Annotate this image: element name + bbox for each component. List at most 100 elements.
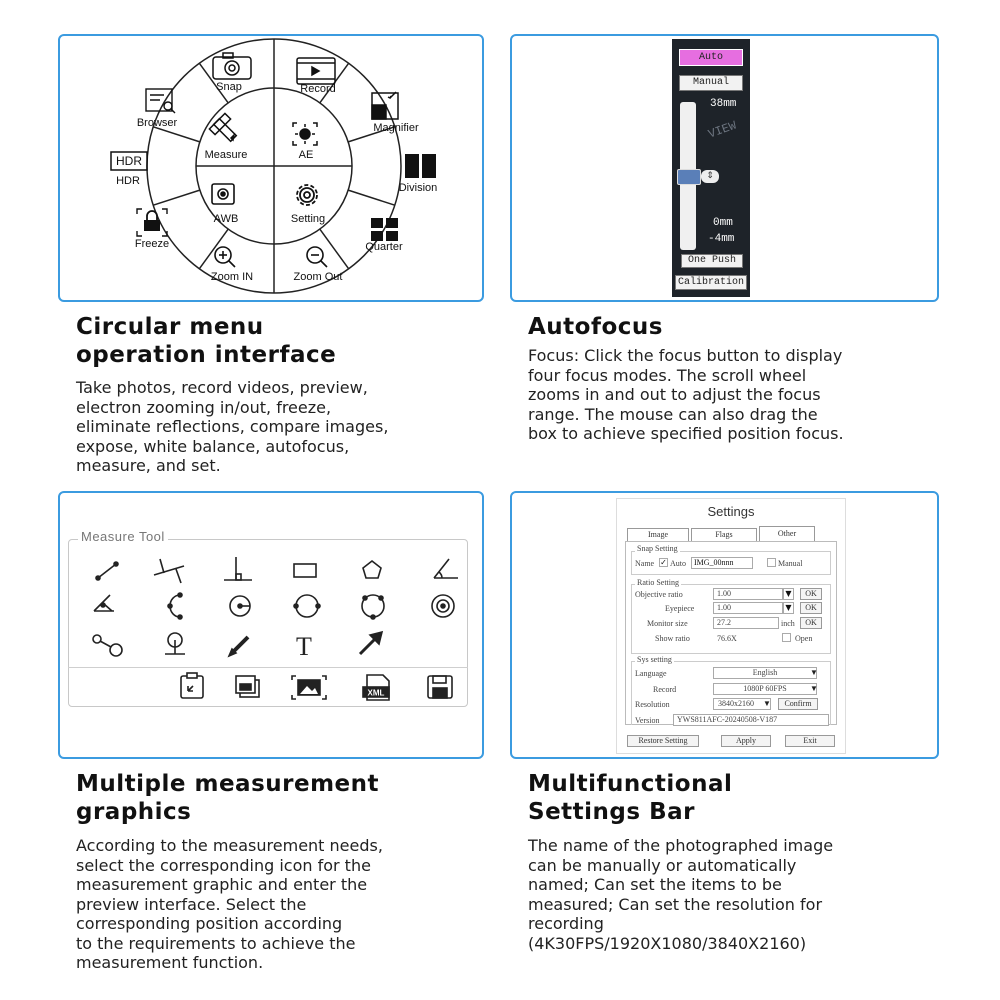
tab-flags[interactable]: Flags — [691, 528, 757, 541]
tab-image[interactable]: Image — [627, 528, 689, 541]
manual-name-checkbox[interactable] — [767, 558, 776, 567]
perpendicular-tool-icon[interactable] — [224, 557, 252, 581]
panel4-desc-line: can be manually or automatically — [528, 855, 797, 875]
panel1-desc-line: expose, white balance, autofocus, — [76, 436, 350, 456]
one-push-button[interactable]: One Push — [681, 254, 743, 268]
division-button[interactable]: Division — [399, 154, 438, 194]
menu-label-magnifier: Magnifier — [373, 122, 419, 134]
xml-export-icon[interactable] — [362, 674, 390, 701]
objective-dropdown-arrow-icon[interactable]: ▼ — [783, 588, 794, 600]
measure-tool-panel: Measure Tool — [58, 491, 484, 759]
panel3-desc-line: measurement function. — [76, 953, 264, 972]
auto-focus-button[interactable]: Auto — [679, 49, 743, 66]
open-ratio-checkbox[interactable] — [782, 633, 791, 642]
awb-button[interactable]: AWB — [211, 183, 238, 225]
split-screen-icon — [405, 154, 436, 178]
panel1-title-line: operation interface — [76, 342, 337, 368]
setting-button[interactable]: Setting — [291, 184, 325, 225]
pencil-tool-icon[interactable] — [227, 635, 250, 658]
record-label: Record — [653, 685, 677, 694]
snap-setting-label: Snap Setting — [635, 544, 680, 553]
menu-label-zoom-out: Zoom Out — [294, 271, 343, 283]
ratio-setting-label: Ratio Setting — [635, 578, 681, 587]
image-name-input[interactable]: IMG_00nnn — [691, 557, 753, 569]
show-ratio-label: Show ratio — [655, 634, 690, 643]
distance-tool-icon[interactable] — [153, 558, 185, 584]
arc-tool-icon[interactable] — [167, 592, 183, 620]
record-button[interactable]: Record — [296, 57, 336, 95]
rectangle-tool-icon[interactable] — [293, 563, 317, 578]
objective-ok-button[interactable]: OK — [800, 588, 822, 600]
measure-tool-frame — [68, 539, 468, 707]
language-select[interactable]: English — [713, 667, 817, 679]
zoom-out-icon — [306, 246, 328, 268]
panel3-title-line: graphics — [76, 799, 192, 825]
apply-button[interactable]: Apply — [721, 735, 771, 747]
menu-label-hdr: HDR — [116, 175, 140, 187]
ae-button[interactable]: AE — [292, 122, 318, 161]
panel2-description: Focus: Click the focus button to display… — [528, 346, 844, 444]
auto-name-label: Auto — [670, 559, 686, 568]
monitor-ok-button[interactable]: OK — [800, 617, 822, 629]
zoom-in-button[interactable]: Zoom IN — [211, 246, 253, 283]
panel4-desc-line: (4K30FPS/1920X1080/3840X2160) — [528, 933, 807, 953]
manual-focus-button[interactable]: Manual — [679, 75, 743, 91]
panel2-desc-line: Focus: Click the focus button to display — [528, 346, 843, 365]
exit-button[interactable]: Exit — [785, 735, 835, 747]
snap-button[interactable]: Snap — [212, 52, 252, 93]
copy-document-icon[interactable] — [235, 675, 260, 698]
zoom-out-button[interactable]: Zoom Out — [294, 246, 343, 283]
panel2-desc-line: four focus modes. The scroll wheel — [528, 365, 807, 385]
export-clipboard-icon[interactable] — [180, 672, 204, 699]
screenshot-image-icon[interactable] — [291, 675, 327, 700]
restore-setting-button[interactable]: Restore Setting — [627, 735, 699, 747]
calibration-button[interactable]: Calibration — [675, 275, 747, 290]
menu-label-freeze: Freeze — [135, 238, 169, 250]
xml-label: XML — [368, 689, 385, 698]
autofocus-panel: Auto Manual 38mm VIEW ⇕ 0mm -4mm One Pus… — [510, 34, 939, 302]
objective-ratio-select[interactable]: 1.00 — [713, 588, 783, 600]
panel1-desc-line: measure, and set. — [76, 456, 221, 475]
line-tool-icon[interactable] — [95, 561, 119, 581]
browser-button[interactable]: Browser — [137, 88, 178, 129]
circle-distance-tool-icon[interactable] — [92, 634, 123, 657]
polygon-tool-icon[interactable] — [362, 559, 382, 579]
monitor-size-input[interactable]: 27.2 — [713, 617, 779, 629]
auto-name-checkbox[interactable]: ✓ — [659, 558, 668, 567]
panel4-title: Multifunctional Settings Bar — [528, 770, 732, 826]
show-ratio-value: 76.6X — [717, 634, 737, 643]
save-floppy-icon[interactable] — [427, 675, 453, 699]
two-point-circle-tool-icon[interactable] — [293, 594, 321, 618]
center-circle-tool-icon[interactable] — [229, 595, 251, 617]
focus-drag-arrows-icon: ⇕ — [701, 170, 719, 183]
quarter-button[interactable]: Quarter — [365, 218, 403, 253]
resolution-select[interactable]: 3840x2160 — [713, 698, 771, 710]
concentric-circle-tool-icon[interactable] — [431, 594, 455, 618]
panel3-desc-line: According to the measurement needs, — [76, 836, 383, 855]
objective-ratio-label: Objective ratio — [635, 590, 683, 599]
multi-point-angle-tool-icon[interactable] — [93, 594, 114, 612]
tab-other[interactable]: Other — [759, 526, 815, 541]
measure-button[interactable]: Measure — [205, 112, 248, 161]
arrow-tool-icon[interactable] — [358, 630, 384, 656]
resolution-confirm-button[interactable]: Confirm — [778, 698, 818, 710]
focus-top-value: 38mm — [710, 98, 737, 110]
eyepiece-dropdown-arrow-icon[interactable]: ▼ — [783, 602, 794, 614]
resolution-chevron-down-icon: ▼ — [763, 699, 771, 708]
panel1-title: Circular menu operation interface — [76, 313, 336, 369]
eyepiece-select[interactable]: 1.00 — [713, 602, 783, 614]
angle-tool-icon[interactable] — [433, 558, 458, 579]
video-record-icon — [296, 57, 336, 85]
text-tool-icon[interactable]: T — [296, 632, 312, 661]
focus-slider-handle[interactable] — [677, 169, 701, 185]
hdr-button[interactable]: HDR HDR — [110, 151, 148, 187]
freeze-button[interactable]: Freeze — [135, 208, 169, 250]
eyepiece-ok-button[interactable]: OK — [800, 602, 822, 614]
panel3-desc-line: select the corresponding icon for the — [76, 855, 371, 875]
record-select[interactable]: 1080P 60FPS — [713, 683, 817, 695]
three-point-circle-tool-icon[interactable] — [361, 594, 385, 620]
magnifier-button[interactable]: Magnifier — [371, 91, 419, 134]
point-marker-tool-icon[interactable] — [165, 632, 185, 655]
panel2-desc-line: range. The mouse can also drag the — [528, 404, 818, 424]
open-ratio-label: Open — [795, 634, 813, 643]
